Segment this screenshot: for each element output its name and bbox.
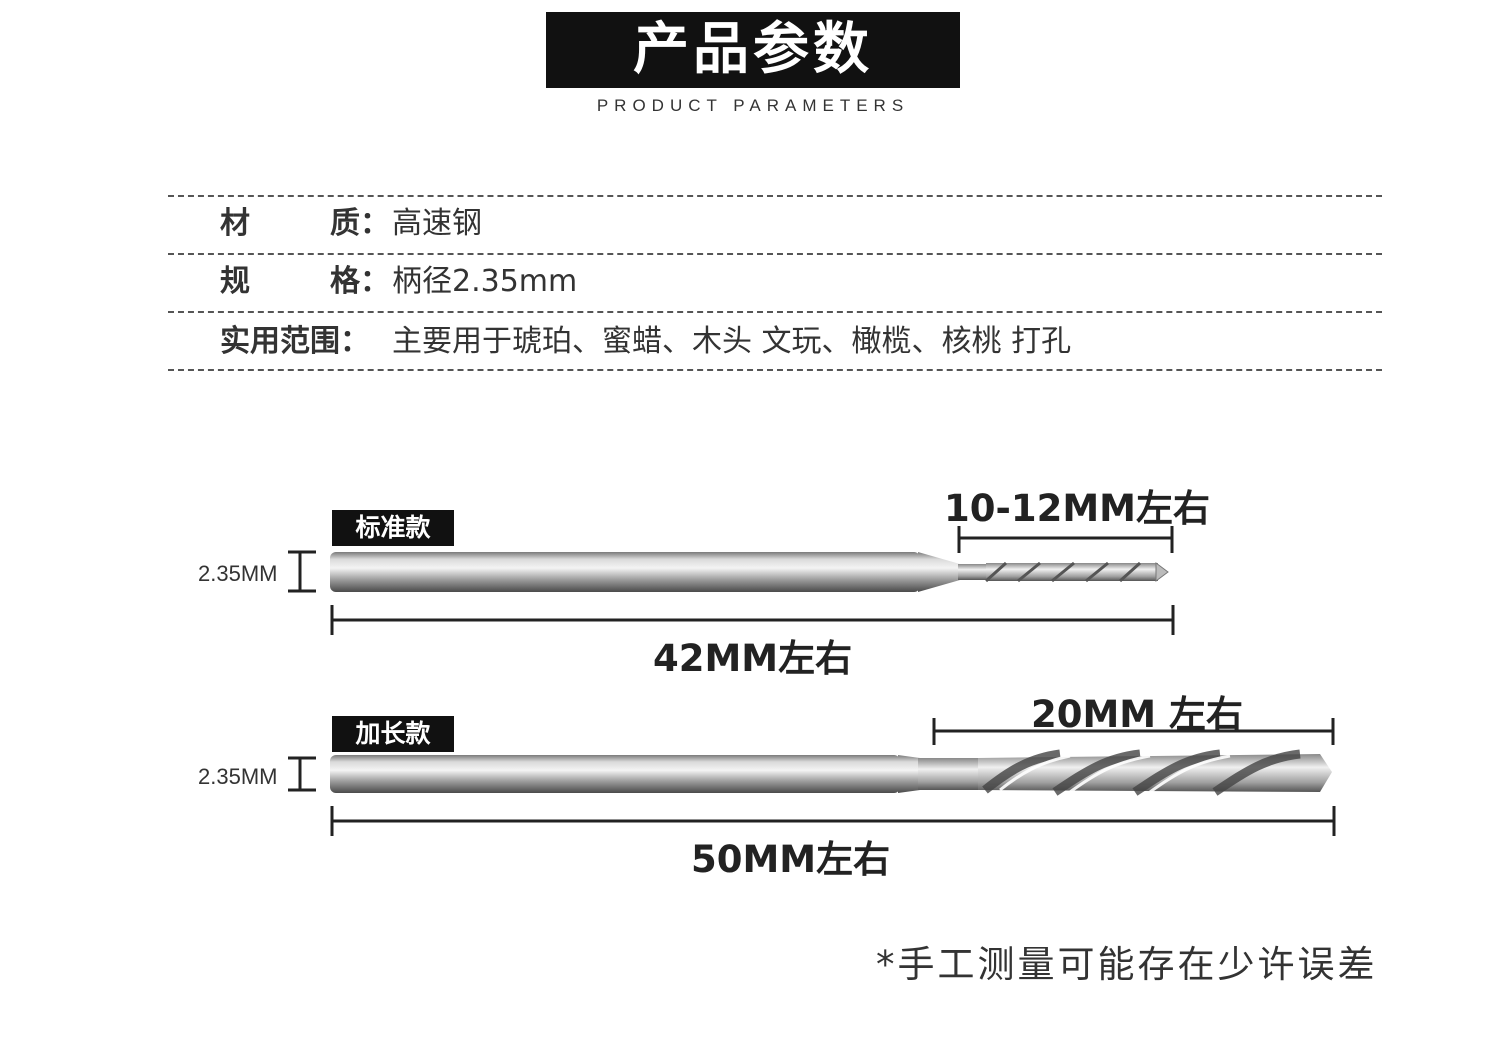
divider [168,369,1382,371]
standard-tip-length-line [957,526,1174,553]
standard-diameter-label: 2.35MM [198,561,278,586]
param-label-char: 质： [330,206,390,241]
standard-tip-length-label: 10-12MM左右 [944,487,1210,530]
page-title: 产品参数 [546,12,960,88]
param-label: 材 质： [220,201,390,247]
param-label: 规 格： [220,259,390,305]
param-label-char: 材 [220,206,250,241]
measurement-disclaimer: *手工测量可能存在少许误差 [876,943,1378,986]
param-label-char: 规 [220,264,250,299]
extended-total-length-label: 50MM左右 [691,838,891,881]
extended-badge: 加长款 [332,716,454,752]
standard-diameter-marker [288,550,316,593]
param-label-char: 格： [330,264,390,299]
page-subtitle: PRODUCT PARAMETERS [596,96,910,115]
standard-total-length-label: 42MM左右 [653,637,853,680]
extended-tip-length-line [932,718,1335,745]
standard-drill-bit [330,552,1169,592]
standard-total-length-line [330,605,1175,635]
divider [168,195,1382,197]
divider [168,311,1382,313]
extended-drill-bit [330,749,1332,796]
param-value: 柄径2.35mm [392,264,578,299]
divider [168,253,1382,255]
extended-tip-length-label: 20MM 左右 [1031,693,1244,736]
extended-total-length-line [330,806,1336,836]
standard-badge: 标准款 [332,510,454,546]
param-value: 高速钢 [392,206,482,241]
param-value: 主要用于琥珀、蜜蜡、木头 文玩、橄榄、核桃 打孔 [392,324,1072,359]
param-label: 实用范围： [220,324,370,359]
extended-diameter-marker [288,756,316,792]
extended-diameter-label: 2.35MM [198,764,278,789]
